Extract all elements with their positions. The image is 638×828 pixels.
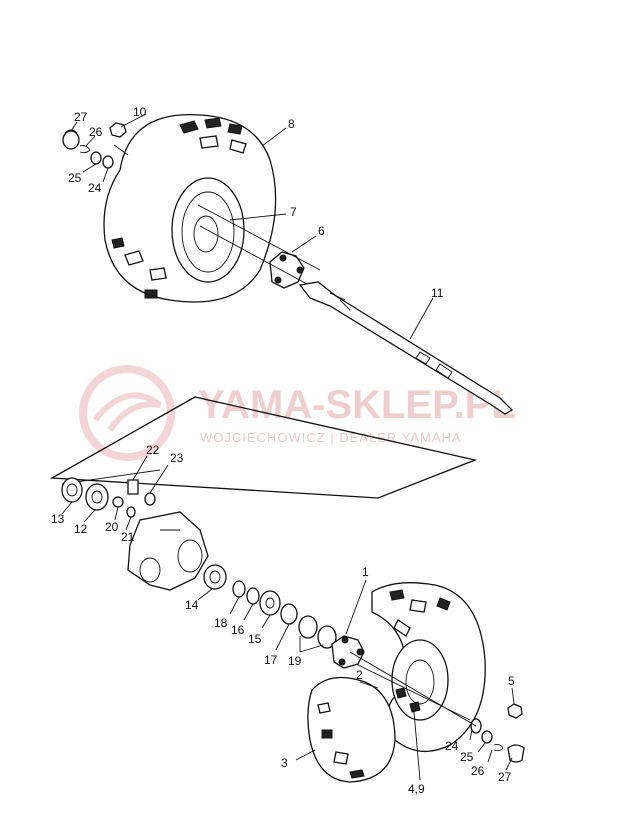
callout-25-upper: 25 xyxy=(68,171,82,185)
upper-washer-b-part xyxy=(102,155,114,169)
upper-nut-part xyxy=(109,122,127,138)
callout-6: 6 xyxy=(318,224,325,238)
callout-26-lower: 26 xyxy=(471,764,485,778)
callout-2: 2 xyxy=(356,668,363,682)
watermark-logo-icon xyxy=(79,365,175,461)
callout-14: 14 xyxy=(185,598,199,612)
oil-seal-14-part xyxy=(203,564,227,590)
lower-hub-part xyxy=(331,635,365,669)
upper-cotter-pin-part xyxy=(79,145,91,154)
lower-cotter-pin-part xyxy=(493,743,504,752)
bearing-15-part xyxy=(259,590,281,616)
callout-24-upper: 24 xyxy=(88,181,102,195)
callout-labels: 27 10 26 25 24 8 7 6 11 22 23 13 12 20 2… xyxy=(51,105,515,796)
callout-4-9: 4,9 xyxy=(408,782,425,796)
callout-27-lower: 27 xyxy=(498,770,512,784)
circlip-18-part xyxy=(232,580,246,598)
callout-22: 22 xyxy=(146,443,160,457)
callout-15: 15 xyxy=(248,632,262,646)
watermark-title: YAMA-SKLEP.PL xyxy=(198,383,516,427)
callout-20: 20 xyxy=(105,520,119,534)
callout-23: 23 xyxy=(170,451,184,465)
watermark-logo-swirl-icon xyxy=(92,392,162,432)
wheel-stud-part xyxy=(409,701,421,713)
callout-21: 21 xyxy=(121,530,135,544)
washer-21-part xyxy=(126,506,136,518)
upper-tire-tread xyxy=(111,117,247,299)
bearing-19b-part xyxy=(317,625,337,649)
spacer-17-part xyxy=(280,603,298,625)
callout-16: 16 xyxy=(231,623,245,637)
bolt-22-part xyxy=(127,479,139,495)
callout-18: 18 xyxy=(214,616,228,630)
collar-16-part xyxy=(246,587,260,605)
callout-12: 12 xyxy=(74,522,88,536)
callout-1: 1 xyxy=(362,565,369,579)
final-drive-assembly xyxy=(61,455,337,653)
bearing-12-part xyxy=(85,483,109,511)
upper-cap-part xyxy=(62,130,80,150)
rear-axle-part xyxy=(298,281,514,415)
callout-13: 13 xyxy=(51,512,65,526)
callout-8: 8 xyxy=(288,117,295,131)
watermark-subtitle: WOJCIECHOWICZ | DEALER YAMAHA xyxy=(200,430,462,445)
bearing-19a-part xyxy=(298,615,318,639)
lower-nut-part xyxy=(507,703,523,719)
gear-case-part xyxy=(127,511,209,591)
callout-19: 19 xyxy=(288,654,302,668)
washer-23-part xyxy=(144,492,156,506)
callout-25-lower: 25 xyxy=(460,750,474,764)
callout-3: 3 xyxy=(281,756,288,770)
lower-wheel-assembly xyxy=(295,579,525,783)
reference-outline xyxy=(49,396,478,499)
lower-tire-tread xyxy=(317,589,451,779)
oil-seal-13-part xyxy=(61,477,83,503)
callout-17: 17 xyxy=(264,653,278,667)
callout-24-lower: 24 xyxy=(445,739,459,753)
lower-rim-part xyxy=(391,639,449,721)
lower-washer-25-part xyxy=(481,730,493,744)
callout-5: 5 xyxy=(508,674,515,688)
watermark: YAMA-SKLEP.PL WOJCIECHOWICZ | DEALER YAM… xyxy=(79,365,516,461)
lower-cap-part xyxy=(507,744,525,763)
lower-inner-tire-part xyxy=(307,676,396,783)
callout-11: 11 xyxy=(431,286,444,300)
bolt-20-part xyxy=(112,496,124,508)
upper-washer-part xyxy=(90,151,102,165)
callout-26-upper: 26 xyxy=(89,125,103,139)
upper-wheel-assembly xyxy=(62,113,321,303)
callout-7: 7 xyxy=(290,205,297,219)
callout-27-upper: 27 xyxy=(74,110,88,124)
callout-10: 10 xyxy=(133,105,147,119)
upper-hub-part xyxy=(269,251,305,289)
